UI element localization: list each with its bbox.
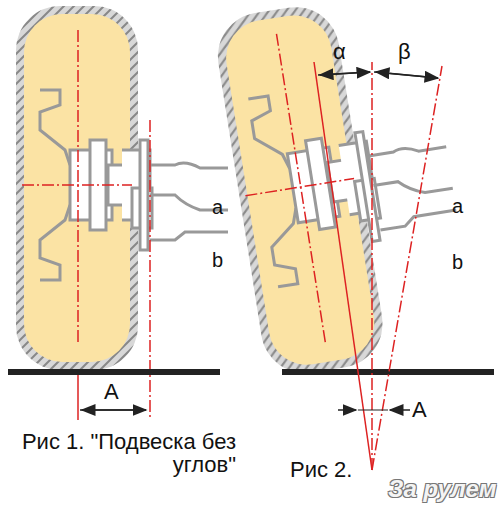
- dimension-label: A: [412, 398, 427, 421]
- dimension-label: A: [104, 380, 119, 403]
- angle-label: β: [398, 40, 411, 63]
- part-letter: a: [452, 196, 463, 217]
- part-letter: b: [452, 252, 463, 273]
- figure-caption: Рис 1. "Подвеска без углов": [4, 430, 236, 476]
- angle-label: α: [333, 40, 346, 63]
- watermark: За рулем: [388, 476, 497, 501]
- part-letter: a: [212, 197, 223, 218]
- figure-caption: Рис 2.: [290, 458, 352, 481]
- part-letter: b: [212, 250, 223, 271]
